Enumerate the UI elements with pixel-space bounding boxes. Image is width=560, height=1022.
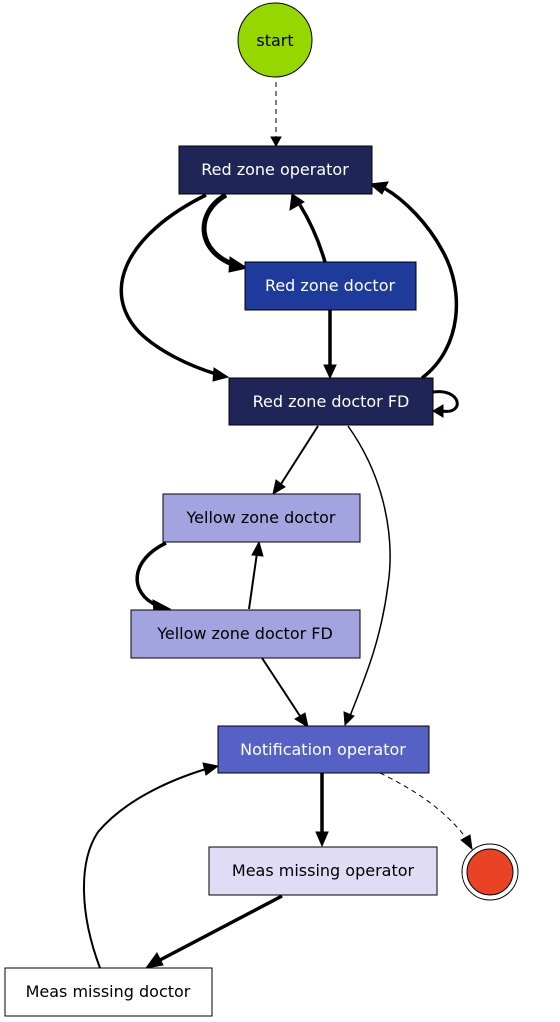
node-yellow-zone-doctor-fd[interactable]: Yellow zone doctor FD	[130, 609, 361, 659]
node-end-shape	[466, 848, 514, 896]
edge-notification-operator-to-meas-missing-operator	[315, 773, 329, 848]
node-meas-missing-doctor[interactable]: Meas missing doctor	[4, 967, 213, 1017]
node-red-zone-doctor-fd-shape	[228, 377, 434, 426]
edge-red-zone-doctor-fd-to-red-zone-operator	[368, 181, 459, 380]
node-start[interactable]: start	[237, 2, 313, 78]
node-meas-missing-operator-shape	[208, 846, 438, 896]
edges	[82, 82, 473, 969]
edge-yellow-zone-doctor-to-yellow-zone-doctor-fd	[135, 541, 172, 614]
node-notification-operator[interactable]: Notification operator	[217, 725, 430, 774]
edge-yellow-zone-doctor-fd-to-yellow-zone-doctor	[248, 540, 264, 610]
node-red-zone-doctor-fd[interactable]: Red zone doctor FD	[228, 377, 434, 426]
node-yellow-zone-doctor-fd-label: Yellow zone doctor FD	[156, 624, 333, 643]
edge-yellow-zone-doctor-fd-to-notification-operator	[261, 657, 309, 729]
edge-red-zone-doctor-to-red-zone-operator	[289, 193, 327, 263]
node-meas-missing-operator-label: Meas missing operator	[232, 861, 415, 880]
edge-meas-missing-operator-to-meas-missing-doctor	[144, 894, 283, 969]
node-red-zone-doctor-shape	[244, 261, 417, 311]
node-yellow-zone-doctor[interactable]: Yellow zone doctor	[162, 493, 361, 543]
node-red-zone-doctor[interactable]: Red zone doctor	[244, 261, 417, 311]
node-red-zone-operator-shape	[178, 145, 373, 195]
edge-red-zone-doctor-to-red-zone-doctor-fd	[323, 310, 337, 380]
node-red-zone-operator-label: Red zone operator	[201, 160, 349, 179]
edge-red-zone-doctor-fd-self-loop	[432, 390, 459, 418]
node-notification-operator-label: Notification operator	[240, 740, 406, 759]
node-red-zone-operator[interactable]: Red zone operator	[178, 145, 373, 195]
edge-start-to-red-zone-operator	[270, 82, 282, 148]
node-start-label: start	[256, 31, 293, 50]
node-red-zone-doctor-label: Red zone doctor	[265, 276, 396, 295]
edge-red-zone-doctor-fd-to-notification-operator	[343, 425, 391, 727]
nodes: start Red zone operator Red zone doctor …	[4, 2, 519, 1017]
node-notification-operator-shape	[217, 725, 430, 774]
edge-notification-operator-to-end	[379, 772, 473, 851]
node-start-shape	[237, 2, 313, 78]
edge-red-zone-doctor-fd-to-yellow-zone-doctor	[272, 425, 319, 496]
node-red-zone-doctor-fd-label: Red zone doctor FD	[253, 392, 410, 411]
edge-red-zone-operator-to-red-zone-doctor	[201, 192, 249, 273]
edge-red-zone-operator-to-red-zone-doctor-fd	[119, 193, 230, 382]
node-meas-missing-doctor-shape	[4, 967, 213, 1017]
node-meas-missing-operator[interactable]: Meas missing operator	[208, 846, 438, 896]
node-yellow-zone-doctor-label: Yellow zone doctor	[186, 508, 336, 527]
node-yellow-zone-doctor-fd-shape	[130, 609, 361, 659]
node-meas-missing-doctor-label: Meas missing doctor	[26, 982, 191, 1001]
edge-meas-missing-doctor-to-notification-operator	[82, 762, 220, 969]
node-end[interactable]	[461, 843, 519, 901]
node-yellow-zone-doctor-shape	[162, 493, 361, 543]
